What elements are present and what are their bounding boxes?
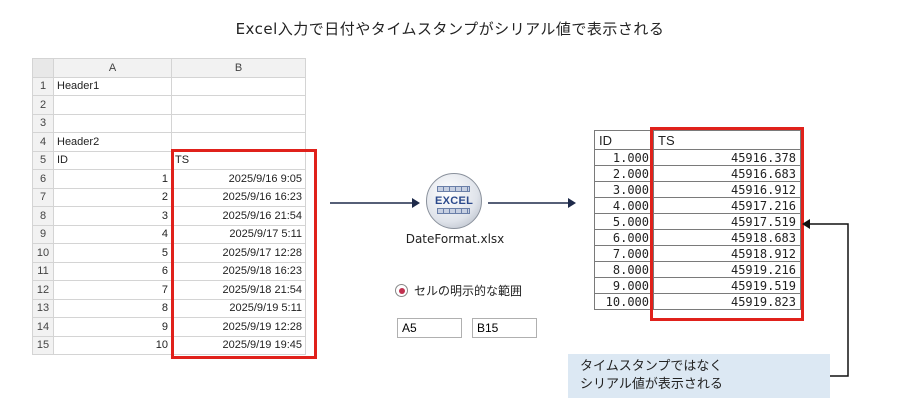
page-title: Excel入力で日付やタイムスタンプがシリアル値で表示される <box>235 20 665 38</box>
cell-a[interactable]: 9 <box>53 317 172 337</box>
cell-b[interactable]: 2025/9/16 9:05 <box>171 169 306 189</box>
column-header-a[interactable]: A <box>53 58 172 78</box>
row-header[interactable]: 8 <box>32 206 54 226</box>
row-header[interactable]: 3 <box>32 113 54 133</box>
cell-b[interactable]: 2025/9/16 21:54 <box>171 206 306 226</box>
cell-a[interactable]: 8 <box>53 298 172 318</box>
sheet-row: 2 <box>32 95 306 115</box>
cell-a[interactable]: 3 <box>53 206 172 226</box>
cell-b[interactable]: 2025/9/19 19:45 <box>171 335 306 355</box>
range-option[interactable]: セルの明示的な範囲 <box>395 282 522 299</box>
sheet-corner[interactable] <box>32 58 54 78</box>
row-header[interactable]: 2 <box>32 95 54 115</box>
result-id-cell: 2.000 <box>594 165 654 182</box>
sheet-row: 3 <box>32 113 306 133</box>
result-id-cell: 5.000 <box>594 213 654 230</box>
range-option-label: セルの明示的な範囲 <box>414 284 523 298</box>
cell-a[interactable]: 6 <box>53 261 172 281</box>
range-start-input[interactable] <box>397 318 462 338</box>
row-header[interactable]: 6 <box>32 169 54 189</box>
result-ts-cell: 45917.216 <box>653 197 801 214</box>
column-header-b[interactable]: B <box>171 58 306 78</box>
result-ts-cell: 45918.912 <box>653 245 801 262</box>
callout-note: タイムスタンプではなく シリアル値が表示される <box>568 354 830 398</box>
ts-column-highlight <box>171 149 317 359</box>
cell-a[interactable]: 2 <box>53 187 172 207</box>
result-header-id: ID <box>594 130 654 150</box>
cell-a[interactable]: 7 <box>53 280 172 300</box>
range-end-input[interactable] <box>472 318 537 338</box>
row-header[interactable]: 7 <box>32 187 54 207</box>
row-header[interactable]: 13 <box>32 298 54 318</box>
result-id-cell: 6.000 <box>594 229 654 246</box>
note-line-2: シリアル値が表示される <box>580 377 723 392</box>
cell-a[interactable]: Header2 <box>53 132 172 152</box>
result-id-cell: 9.000 <box>594 277 654 294</box>
result-ts-cell: 45919.216 <box>653 261 801 278</box>
cell-b[interactable]: 2025/9/19 12:28 <box>171 317 306 337</box>
row-header[interactable]: 5 <box>32 150 54 170</box>
cell-a[interactable] <box>53 95 172 115</box>
row-header[interactable]: 12 <box>32 280 54 300</box>
excel-file-icon[interactable]: EXCEL <box>426 173 482 229</box>
icon-grid-top <box>437 186 470 192</box>
note-line-1: タイムスタンプではなく <box>580 359 723 374</box>
cell-a[interactable]: ID <box>53 150 172 170</box>
cell-a[interactable]: 10 <box>53 335 172 355</box>
result-ts-cell: 45918.683 <box>653 229 801 246</box>
cell-b[interactable] <box>171 95 306 115</box>
serial-column-highlight <box>650 127 804 321</box>
cell-b[interactable]: 2025/9/18 16:23 <box>171 261 306 281</box>
result-id-cell: 7.000 <box>594 245 654 262</box>
file-name: DateFormat.xlsx <box>405 232 505 246</box>
row-header[interactable]: 10 <box>32 243 54 263</box>
result-ts-cell: 45916.912 <box>653 181 801 198</box>
cell-b[interactable] <box>171 76 306 96</box>
cell-a[interactable]: 1 <box>53 169 172 189</box>
result-ts-cell: 45916.378 <box>653 149 801 166</box>
icon-grid-bottom <box>437 208 470 214</box>
row-header[interactable]: 4 <box>32 132 54 152</box>
arrow-file-to-result <box>488 198 576 208</box>
cell-b[interactable]: 2025/9/18 21:54 <box>171 280 306 300</box>
result-id-cell: 1.000 <box>594 149 654 166</box>
result-ts-cell: 45919.823 <box>653 293 801 310</box>
cell-a[interactable] <box>53 113 172 133</box>
callout-arrow <box>802 219 849 377</box>
result-id-cell: 8.000 <box>594 261 654 278</box>
row-header[interactable]: 1 <box>32 76 54 96</box>
row-header[interactable]: 15 <box>32 335 54 355</box>
cell-a[interactable]: 4 <box>53 224 172 244</box>
cell-a[interactable]: Header1 <box>53 76 172 96</box>
row-header[interactable]: 11 <box>32 261 54 281</box>
cell-a[interactable]: 5 <box>53 243 172 263</box>
row-header[interactable]: 14 <box>32 317 54 337</box>
arrow-sheet-to-file <box>330 198 420 208</box>
cell-b[interactable] <box>171 113 306 133</box>
excel-icon-label: EXCEL <box>435 195 474 207</box>
radio-selected-icon[interactable] <box>395 284 408 297</box>
result-id-cell: 10.000 <box>594 293 654 310</box>
cell-b[interactable]: 2025/9/16 16:23 <box>171 187 306 207</box>
result-id-cell: 3.000 <box>594 181 654 198</box>
result-id-cell: 4.000 <box>594 197 654 214</box>
row-header[interactable]: 9 <box>32 224 54 244</box>
